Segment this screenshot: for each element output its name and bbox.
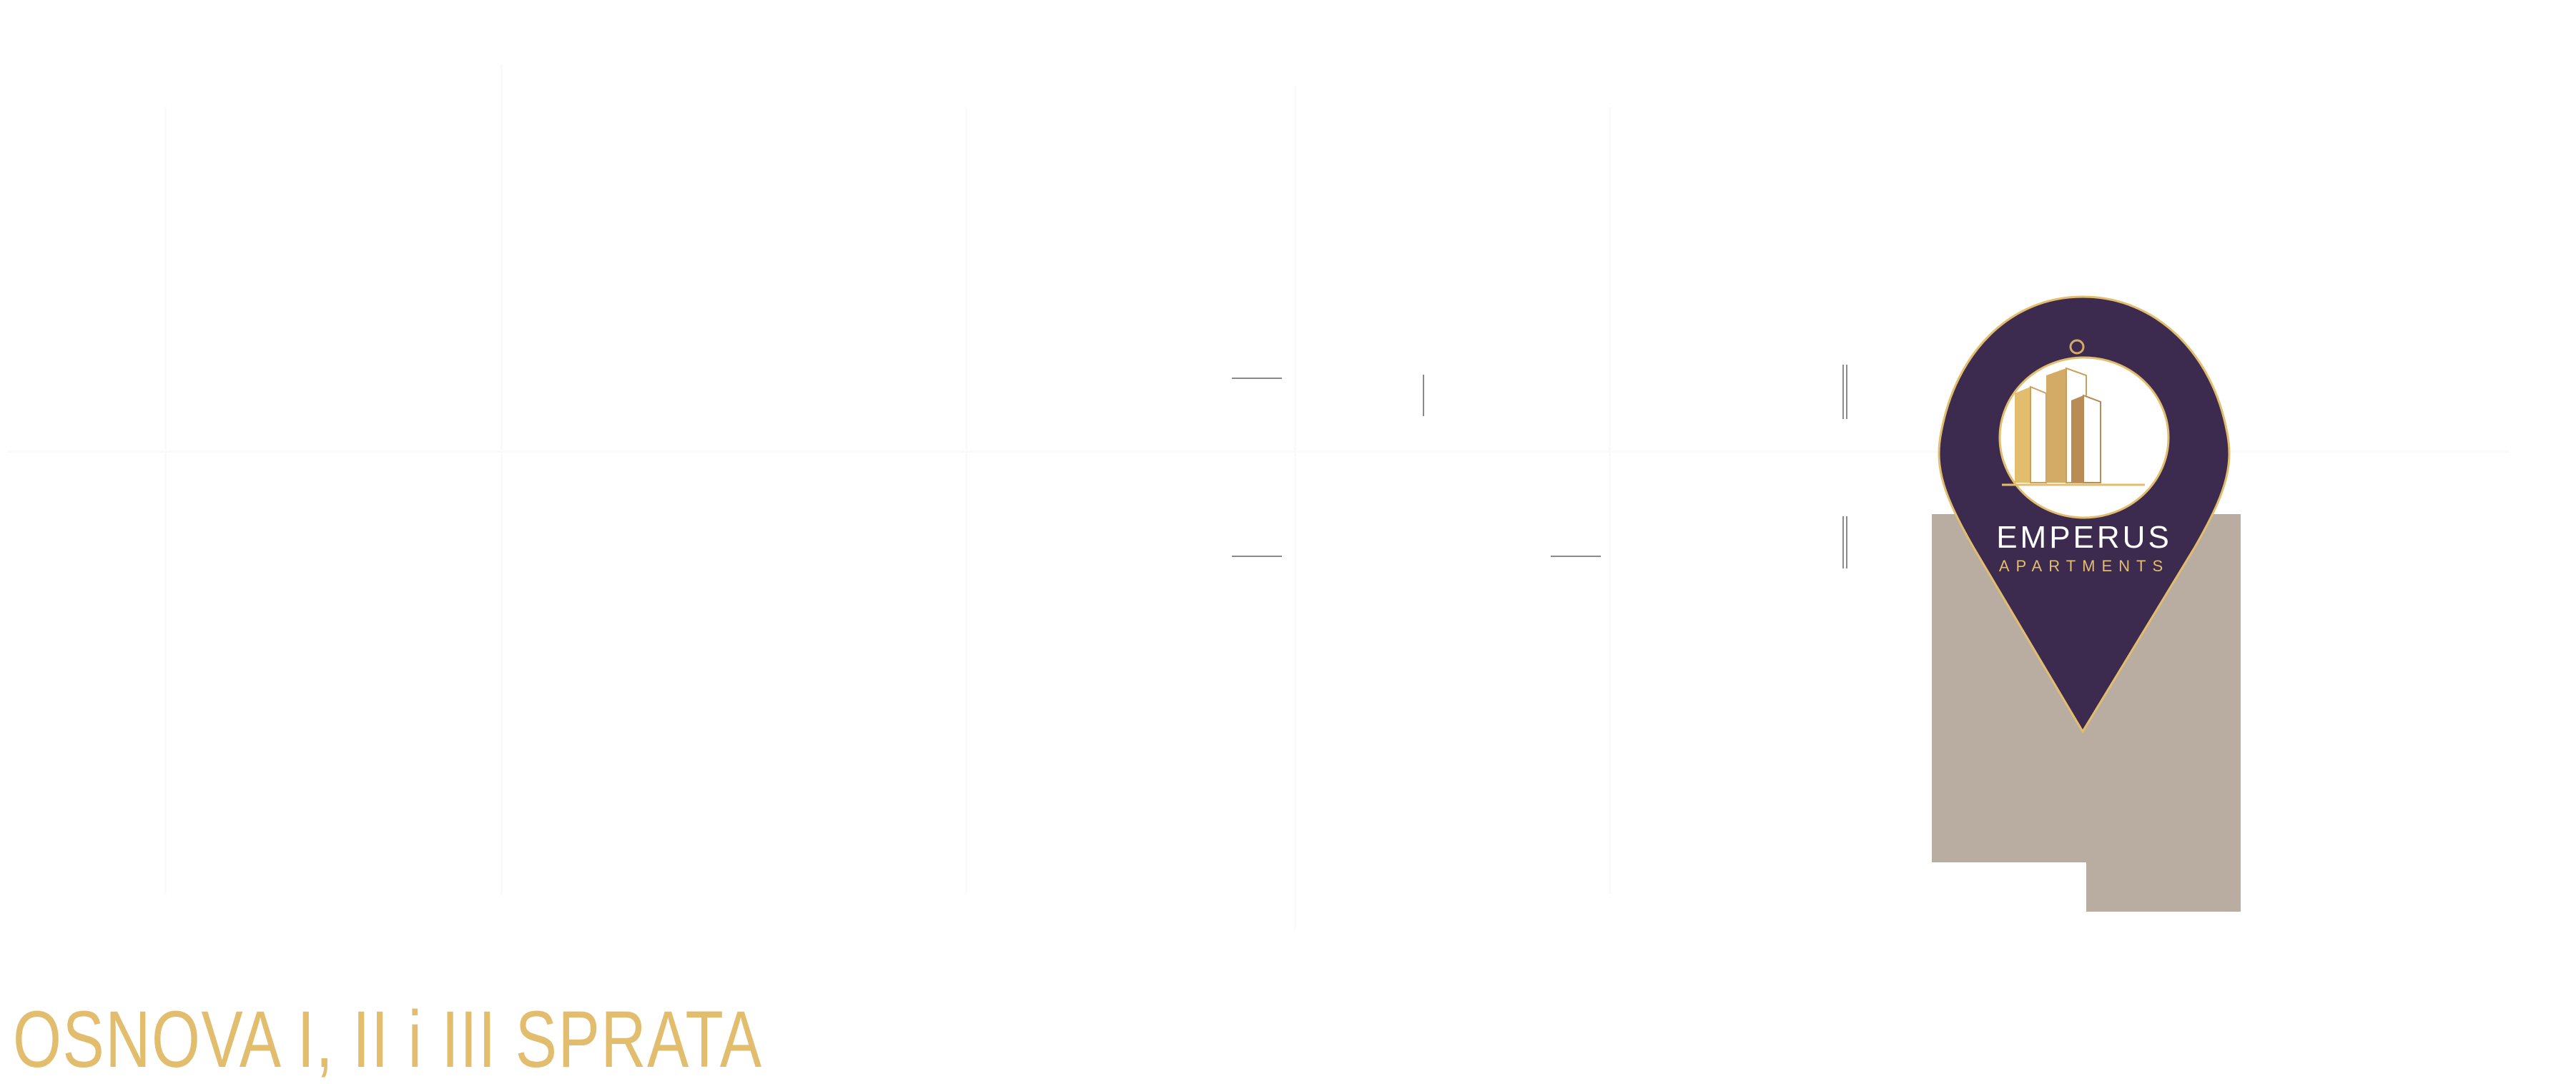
plan-wall [500, 64, 503, 894]
plan-wall-segment [1846, 516, 1847, 568]
plan-wall-segment [1423, 375, 1424, 416]
plan-wall [164, 107, 167, 894]
buildings-icon [2002, 339, 2145, 486]
plan-wall-segment [1842, 365, 1844, 419]
plan-wall [1609, 107, 1611, 894]
plan-title: OSNOVA I, II i III SPRATA [13, 995, 763, 1084]
plan-wall [1294, 86, 1296, 930]
plan-wall [965, 107, 967, 894]
highlighted-apartment-extension [2086, 858, 2241, 912]
plan-wall-segment [1842, 516, 1844, 568]
emperus-logo-pin: EMPERUS APARTMENTS [1930, 290, 2238, 740]
plan-wall-segment [1551, 556, 1601, 557]
plan-wall [7, 450, 2510, 453]
plan-wall-segment [1232, 556, 1282, 557]
logo-brand-subtitle: APARTMENTS [1998, 557, 2170, 575]
plan-wall-segment [1846, 365, 1847, 419]
map-pin-icon [1938, 295, 2231, 734]
logo-brand-name: EMPERUS [1996, 520, 2172, 555]
plan-wall-segment [1232, 378, 1282, 379]
